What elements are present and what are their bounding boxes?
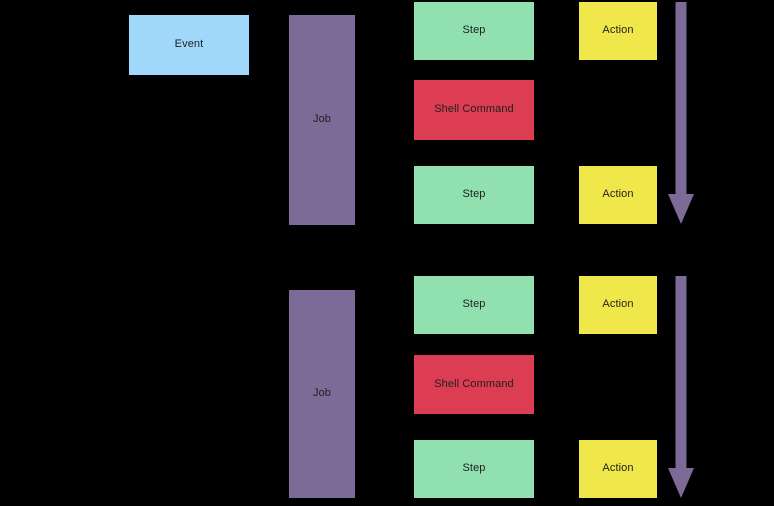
node-label: Step (462, 188, 486, 201)
node-action[interactable]: Action (579, 440, 657, 498)
arrow-down-icon (666, 276, 696, 498)
node-label: Action (602, 188, 634, 201)
node-label: Job (312, 387, 332, 400)
node-label: Action (602, 298, 634, 311)
node-job[interactable]: Job (289, 15, 355, 225)
node-step[interactable]: Step (414, 2, 534, 60)
node-shell-command[interactable]: Shell Command (414, 355, 534, 414)
node-label: Step (462, 24, 486, 37)
node-action[interactable]: Action (579, 166, 657, 224)
arrow-down-icon (666, 2, 696, 224)
node-action[interactable]: Action (579, 2, 657, 60)
node-label: Job (312, 113, 332, 126)
node-label: Shell Command (434, 377, 514, 390)
node-label: Step (462, 298, 486, 311)
node-label: Step (462, 462, 486, 475)
node-label: Event (174, 38, 204, 51)
node-job[interactable]: Job (289, 290, 355, 498)
node-action[interactable]: Action (579, 276, 657, 334)
node-event[interactable]: Event (129, 15, 249, 75)
node-step[interactable]: Step (414, 276, 534, 334)
node-label: Shell Command (434, 103, 514, 116)
node-step[interactable]: Step (414, 166, 534, 224)
node-label: Action (602, 462, 634, 475)
node-step[interactable]: Step (414, 440, 534, 498)
node-shell-command[interactable]: Shell Command (414, 80, 534, 140)
node-label: Action (602, 24, 634, 37)
